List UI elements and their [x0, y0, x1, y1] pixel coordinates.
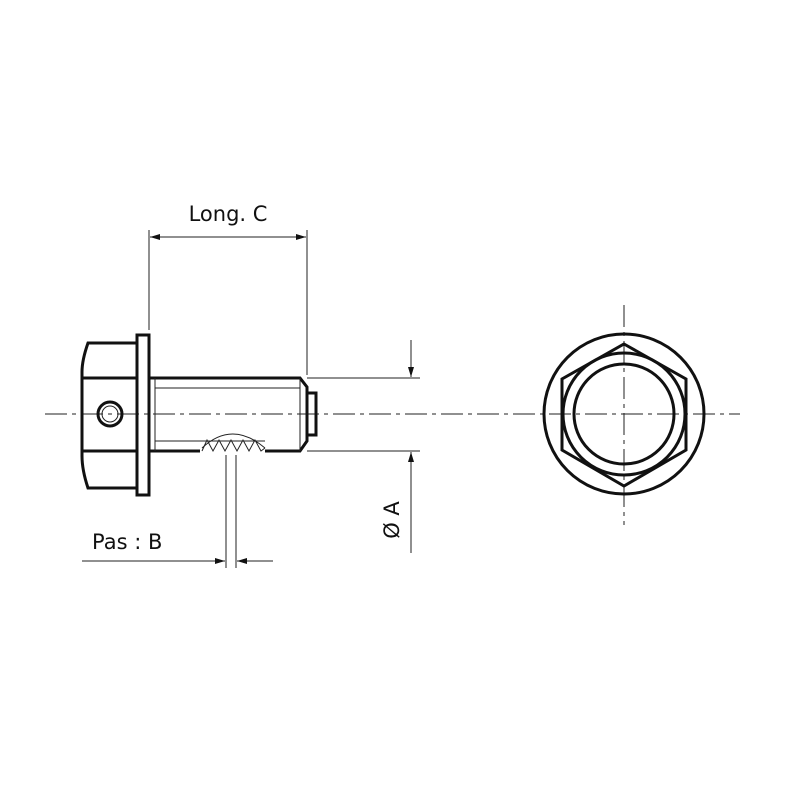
- diameter-dimension: Ø A: [307, 340, 420, 553]
- hex-head: [80, 341, 137, 490]
- bolt-end-view: [542, 332, 706, 496]
- bolt-side-view: [80, 333, 318, 497]
- pitch-label: Pas : B: [92, 530, 162, 554]
- hex-outline: [560, 342, 688, 488]
- pitch-dimension: Pas : B: [82, 455, 273, 568]
- magnet-tip: [305, 391, 318, 437]
- length-dimension: Long. C: [148, 202, 308, 375]
- flange-circle: [542, 332, 706, 496]
- length-label: Long. C: [189, 202, 268, 226]
- drain-hole: [96, 400, 124, 428]
- flange: [135, 333, 151, 497]
- diameter-label: Ø A: [380, 501, 404, 539]
